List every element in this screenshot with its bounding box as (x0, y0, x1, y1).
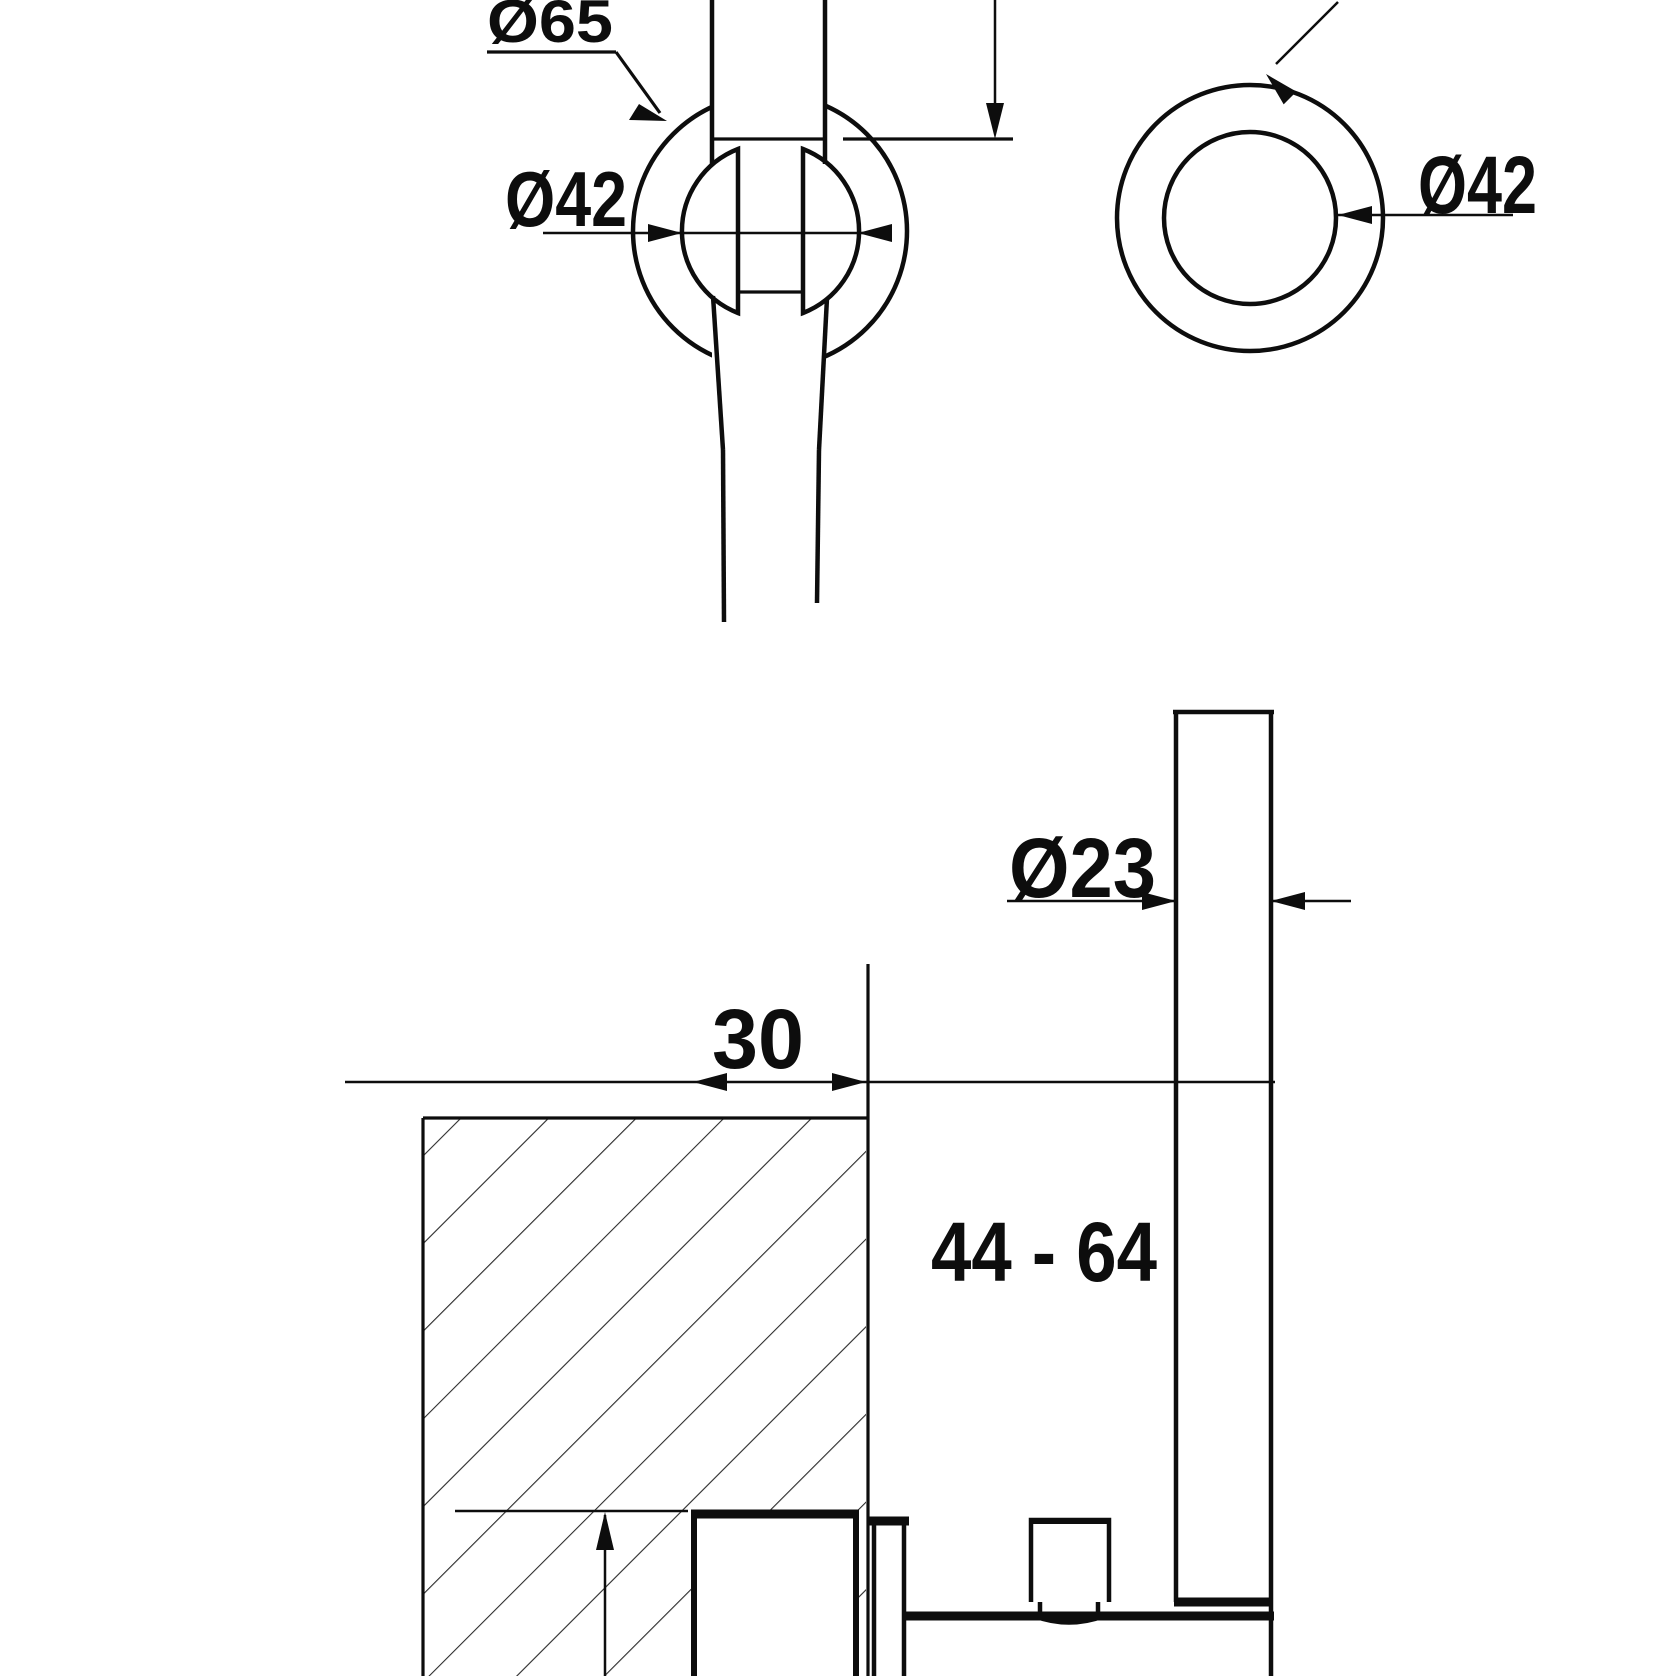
cartridge (1028, 1517, 1112, 1602)
depth-range-label: 44 - 64 (931, 1205, 1157, 1299)
ring-dim-arrowhead (1338, 206, 1372, 224)
pipe-dim-arrow-right (1271, 892, 1305, 910)
ring-view: Ø42 (1114, 1, 1537, 354)
pipe-mask (712, 0, 825, 460)
flange-diameter-label: Ø65 (487, 0, 613, 55)
ball-diameter-label: Ø42 (505, 155, 627, 243)
up-arrowhead (596, 1512, 614, 1550)
spout-tube-left (720, 449, 727, 623)
concealed-body (691, 1512, 859, 1676)
wall-offset-label: 30 (712, 992, 804, 1086)
spout-taper-left (710, 295, 726, 451)
ring-leader-line (1275, 1, 1339, 65)
flange-leader-line (614, 51, 662, 114)
flange-leader-arrowhead (629, 104, 667, 121)
ring-leader-arrowhead (1266, 74, 1297, 105)
front-view: Ø65 Ø42 (487, 0, 1013, 623)
spout-tube-right (814, 449, 822, 604)
ring-inner-circle (1161, 129, 1339, 307)
ball-right-crescent (800, 145, 862, 317)
spout-taper-right (816, 297, 830, 451)
down-arrowhead (986, 103, 1004, 139)
offset-arrow-right (832, 1073, 866, 1091)
ball-left-crescent (679, 145, 741, 317)
ball-dim-arrow-right (858, 224, 892, 242)
spout-pipe-diameter-label: Ø23 (1009, 821, 1156, 915)
offset-arrow-left (693, 1073, 727, 1091)
side-view: 30 Ø23 44 - 64 (345, 709, 1351, 1676)
ring-outer-circle (1114, 82, 1386, 354)
pipe-dim-arrow-left (1142, 892, 1176, 910)
ball-dim-arrow-left (648, 224, 682, 242)
wall-hatching (423, 1118, 866, 1676)
ring-inner-diameter-label: Ø42 (1418, 140, 1537, 231)
